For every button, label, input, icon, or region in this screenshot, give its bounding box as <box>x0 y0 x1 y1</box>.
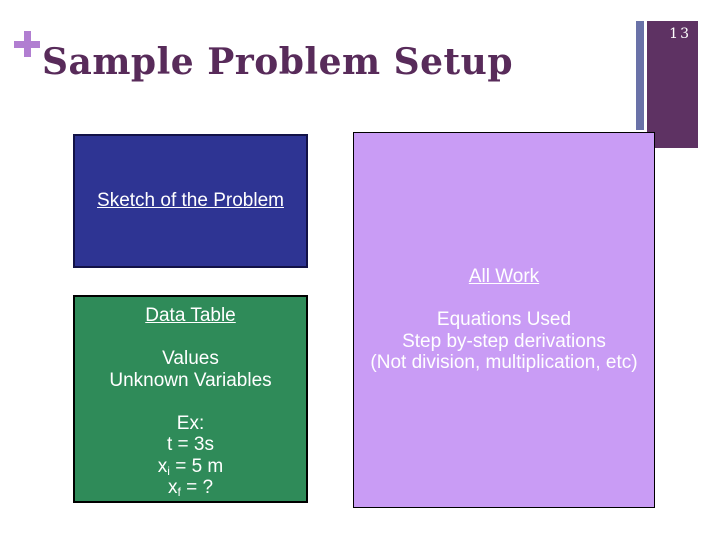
equations-used-line: Equations Used <box>436 309 572 331</box>
final-position-line: xf = ? <box>75 477 306 499</box>
example-label: Ex: <box>176 412 205 434</box>
decor-slate-bar <box>636 21 644 130</box>
page-number: 13 <box>669 26 691 42</box>
derivations-line: Step by-step derivations <box>402 330 606 352</box>
data-table-box: Data Table Values Unknown Variables Ex: … <box>73 295 308 503</box>
sketch-box: Sketch of the Problem <box>73 134 308 268</box>
work-box: All Work Equations Used Step by-step der… <box>353 132 655 508</box>
variable-rest: = ? <box>180 477 214 498</box>
subscript: f <box>177 485 181 499</box>
work-box-heading: All Work <box>468 266 540 288</box>
variable-base: x <box>167 477 178 498</box>
initial-position-line: xi = 5 m <box>75 456 306 478</box>
subscript: i <box>167 463 170 478</box>
values-label: Values <box>162 348 219 369</box>
unknown-variables-label: Unknown Variables <box>109 369 272 391</box>
sketch-box-label: Sketch of the Problem <box>97 190 284 212</box>
variable-rest: = 5 m <box>169 455 224 477</box>
note-line: (Not division, multiplication, etc) <box>370 352 638 374</box>
spacer <box>75 327 306 349</box>
data-table-heading: Data Table <box>145 305 236 326</box>
page-title: Sample Problem Setup <box>42 41 514 83</box>
spacer <box>75 391 306 413</box>
decor-dark-panel: 13 <box>647 21 698 148</box>
plus-icon <box>14 31 40 57</box>
spacer <box>354 288 654 310</box>
time-value-line: t = 3s <box>167 434 214 455</box>
variable-base: x <box>157 455 168 477</box>
